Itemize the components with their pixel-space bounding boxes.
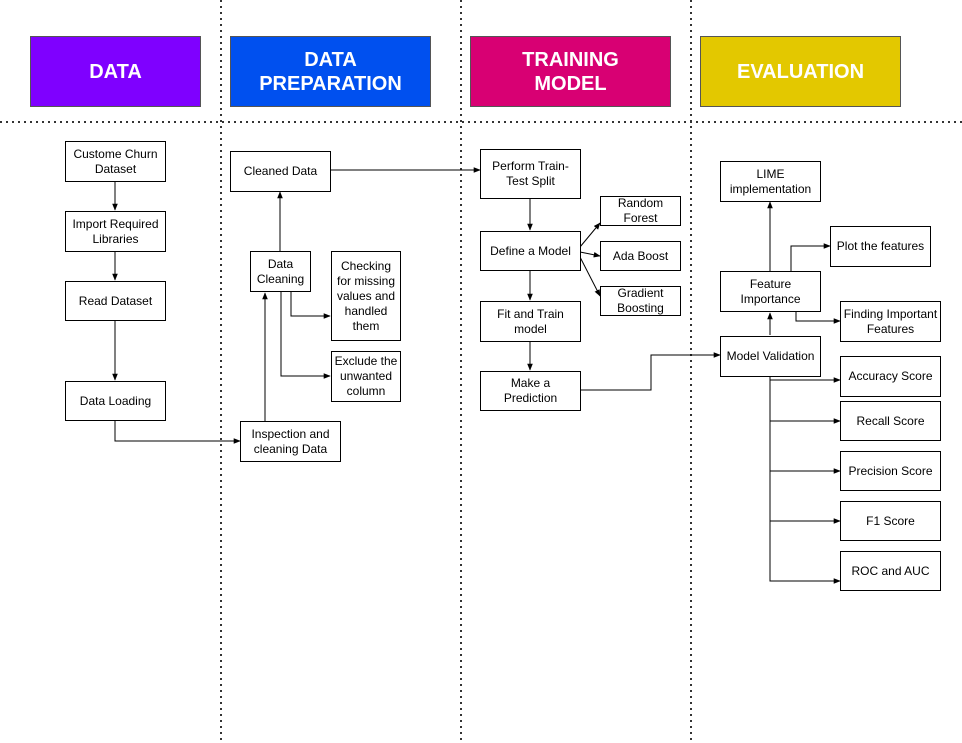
- node-checking-missing-values: Checking for missing values and handled …: [331, 251, 401, 341]
- node-finding-important-features: Finding Important Features: [840, 301, 941, 342]
- arrow-predict-to-validation: [580, 352, 721, 391]
- node-inspection-cleaning-data: Inspection and cleaning Data: [240, 421, 341, 462]
- header-data: DATA: [30, 36, 201, 107]
- arrow-importance-to-finding: [795, 311, 841, 324]
- node-f1-score: F1 Score: [840, 501, 941, 541]
- arrow-validation-to-roc: [769, 521, 841, 584]
- node-feature-importance: Feature Importance: [720, 271, 821, 312]
- node-gradient-boosting: Gradient Boosting: [600, 286, 681, 316]
- node-cleaned-data: Cleaned Data: [230, 151, 331, 192]
- node-plot-features: Plot the features: [830, 226, 931, 267]
- node-roc-auc: ROC and AUC: [840, 551, 941, 591]
- node-customer-churn-dataset: Custome Churn Dataset: [65, 141, 166, 182]
- node-accuracy-score: Accuracy Score: [840, 356, 941, 397]
- arrow-validation-to-precision: [769, 421, 841, 474]
- node-define-model: Define a Model: [480, 231, 581, 271]
- node-import-libraries: Import Required Libraries: [65, 211, 166, 252]
- arrow-define-to-random: [579, 222, 601, 248]
- node-exclude-unwanted-column: Exclude the unwanted column: [331, 351, 401, 402]
- arrow-cleaning-to-checking: [290, 291, 331, 319]
- node-model-validation: Model Validation: [720, 336, 821, 377]
- arrow-cleaning-to-exclude: [280, 291, 331, 379]
- node-recall-score: Recall Score: [840, 401, 941, 441]
- arrow-importance-to-plot: [790, 243, 831, 271]
- arrow-validation-to-f1: [769, 471, 841, 524]
- arrow-define-to-gradient: [579, 256, 601, 297]
- node-fit-train-model: Fit and Train model: [480, 301, 581, 342]
- node-precision-score: Precision Score: [840, 451, 941, 491]
- node-ada-boost: Ada Boost: [600, 241, 681, 271]
- node-data-cleaning: Data Cleaning: [250, 251, 311, 292]
- arrow-loading-to-inspection: [114, 421, 241, 444]
- arrow-define-to-ada: [579, 251, 601, 258]
- header-evaluation: EVALUATION: [700, 36, 901, 107]
- node-lime-implementation: LIME implementation: [720, 161, 821, 202]
- node-make-prediction: Make a Prediction: [480, 371, 581, 411]
- node-read-dataset: Read Dataset: [65, 281, 166, 321]
- node-train-test-split: Perform Train-Test Split: [480, 149, 581, 199]
- arrow-validation-to-recall: [769, 380, 841, 424]
- header-data-preparation: DATA PREPARATION: [230, 36, 431, 107]
- header-training-model: TRAINING MODEL: [470, 36, 671, 107]
- node-random-forest: Random Forest: [600, 196, 681, 226]
- node-data-loading: Data Loading: [65, 381, 166, 421]
